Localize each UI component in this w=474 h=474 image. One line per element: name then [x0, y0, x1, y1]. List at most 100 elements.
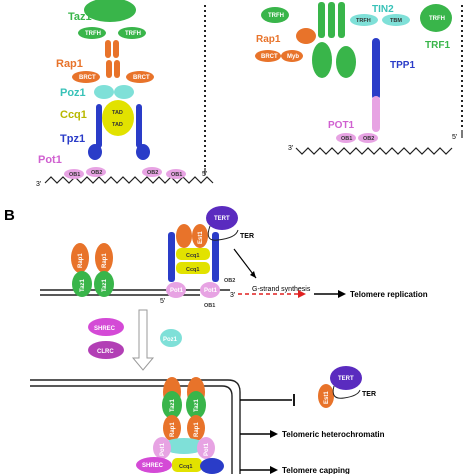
rap1-right-label: Rap1	[256, 34, 281, 45]
brct-right-label: BRCT	[261, 54, 278, 60]
pot1-ob2-left-label: OB2	[91, 170, 102, 176]
tad-2: TAD	[112, 122, 123, 128]
trfh-right-2: TRFH	[429, 16, 445, 22]
trf-lower-1	[312, 42, 332, 78]
rap1-label: Rap1	[56, 58, 83, 70]
tin2-label: TIN2	[372, 4, 394, 15]
taz1-label: Taz1	[68, 11, 92, 23]
rap1-pill-4	[114, 60, 120, 78]
b-ccq1-1	[176, 248, 210, 260]
tpz1-ob-left	[88, 144, 102, 160]
b-pot1-2-label: Pot1	[204, 288, 218, 294]
b-g-strand-label: G-strand synthesis	[252, 286, 311, 293]
panel-a-right: 3' 5' TRFH TIN2 TRFH TBM TRFH TRF1 Rap1 …	[255, 2, 463, 155]
trf-head-left	[261, 7, 289, 23]
b-poz1	[160, 329, 182, 347]
right-3prime: 3'	[288, 145, 293, 152]
left-5prime: 5'	[202, 171, 207, 178]
rap1-pill-1	[105, 40, 111, 58]
b-5prime: 5'	[160, 298, 165, 305]
panel-b-label: B	[4, 207, 15, 224]
b-shrec	[88, 318, 124, 336]
b-telomere-capping: Telomere capping	[282, 466, 350, 474]
pot1-right-ob2	[358, 133, 378, 143]
b-telomere-replication: Telomere replication	[350, 290, 428, 299]
brct-right	[255, 50, 281, 62]
myb-right	[281, 50, 303, 62]
tpz1-ob-right	[136, 144, 150, 160]
b2-rap1-3-label: Rap1	[170, 422, 176, 437]
b2-pot1-1-label: Pot1	[160, 442, 166, 456]
b-ccq1-2	[176, 262, 210, 274]
b-rap1-1	[71, 243, 89, 273]
panel-b-middle: SHREC CLRC Poz1	[88, 309, 182, 371]
b-chromosome-loop	[30, 379, 241, 474]
b-rap1-2-label: Rap1	[102, 253, 108, 268]
b2-rap1-4	[187, 415, 205, 441]
pot1-right-ob1-label: OB1	[341, 136, 352, 142]
b-telomeric-heterochromatin: Telomeric heterochromatin	[282, 430, 385, 439]
b2-shrec	[136, 457, 172, 473]
b-rap1-1-label: Rap1	[78, 253, 84, 268]
b-tert-free-label: TERT	[338, 376, 354, 382]
pot1-ob1-right	[166, 169, 186, 179]
pot1-ob2-left	[86, 167, 106, 177]
trf1-body	[420, 4, 452, 32]
b-pot1-1-label: Pot1	[170, 288, 184, 294]
b-3prime: 3'	[230, 292, 235, 299]
brct-left-1-label: BRCT	[79, 75, 96, 81]
b-est1-2	[192, 224, 208, 248]
pot1-ob1-right-label: OB1	[171, 172, 182, 178]
b-clrc	[88, 341, 124, 359]
b-ter-free-rna	[332, 385, 361, 399]
b-taz1-2	[94, 271, 114, 297]
rap1-right-body	[296, 28, 316, 44]
trf1-label: TRF1	[425, 40, 450, 51]
b2-taz1-2	[186, 391, 206, 419]
trfh-left-2-label: TRFH	[125, 31, 141, 37]
b2-pot1-1	[153, 437, 171, 459]
tin2-body-1	[350, 14, 378, 26]
b-rap1-2	[95, 243, 113, 273]
left-3prime: 3'	[36, 181, 41, 188]
b-tert	[206, 206, 238, 230]
b-capping-arrowhead	[270, 466, 278, 474]
pot1-ob1-left	[64, 169, 84, 179]
trf-pill-2	[328, 2, 335, 38]
trf-pill-3	[338, 2, 345, 38]
tpp1-label: TPP1	[390, 60, 415, 71]
pot1-right-label: POT1	[328, 120, 355, 131]
b2-taz1-1-label: Taz1	[170, 398, 176, 412]
b2-rap1-4-label: Rap1	[194, 422, 200, 437]
b-ob1-label: OB1	[204, 303, 215, 309]
b2-tpz1	[200, 458, 224, 474]
b-tpz1-left	[168, 232, 175, 282]
b-est1-free-label: Est1	[324, 391, 330, 404]
poz1-body-1	[94, 85, 114, 99]
tpz1-bar-2	[136, 104, 142, 148]
ccq1-label: Ccq1	[60, 109, 87, 121]
rap1-pill-3	[106, 60, 112, 78]
pot1-right-ob1	[336, 133, 356, 143]
b-ob2-label: OB2	[224, 278, 235, 284]
b-tert-free	[330, 366, 362, 390]
b-extension-arrowhead	[298, 290, 306, 298]
b-ter-label: TER	[240, 233, 254, 240]
b-g-strand-arrowhead	[250, 271, 256, 278]
b-taz1-2-label: Taz1	[102, 278, 108, 292]
tbm-tin2: TBM	[390, 18, 402, 24]
b-est1-label: Est1	[198, 231, 204, 244]
tpz1-bar-1	[96, 104, 102, 148]
poz1-body-2	[114, 85, 134, 99]
pot1-label: Pot1	[38, 154, 62, 166]
brct-left-2	[126, 71, 154, 83]
b-shrec-label: SHREC	[94, 326, 116, 332]
pot1-ob2-right	[142, 167, 162, 177]
right-5prime: 5'	[452, 134, 457, 141]
b-tert-label: TERT	[214, 216, 230, 222]
pot1-ob2-right-label: OB2	[147, 170, 158, 176]
trfh-right-1: TRFH	[268, 13, 284, 19]
trf-pill-1	[318, 2, 325, 38]
b2-taz1-2-label: Taz1	[194, 398, 200, 412]
